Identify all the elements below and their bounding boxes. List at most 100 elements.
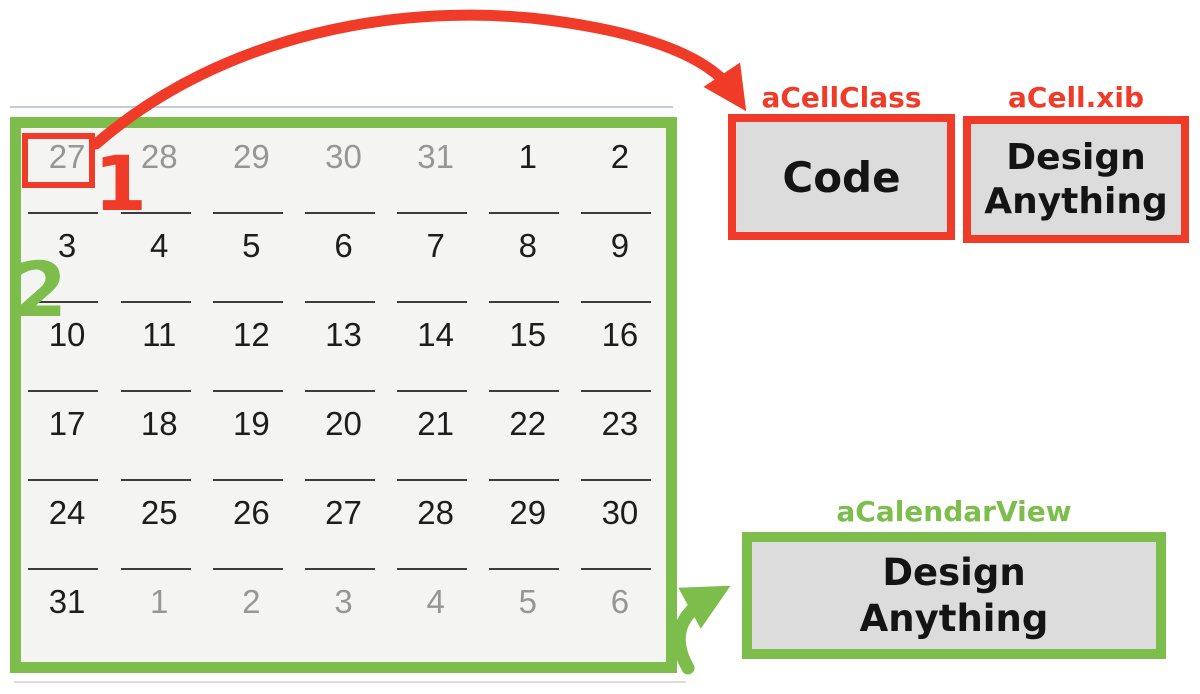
day-number: 6	[334, 227, 353, 264]
calendar-day-cell: 30	[297, 128, 389, 217]
day-number: 2	[242, 583, 261, 620]
day-number: 11	[142, 316, 177, 353]
day-number: 4	[150, 227, 169, 264]
day-number: 28	[417, 494, 454, 531]
day-number: 16	[601, 316, 639, 353]
calendar-day-cell: 23	[574, 395, 666, 484]
calendar-day-cell: 12	[205, 306, 297, 395]
calendar-day-cell: 25	[113, 484, 205, 573]
highlighted-day-box	[22, 133, 95, 188]
day-number: 18	[140, 405, 178, 442]
xib-box-line-2: Anything	[984, 180, 1168, 222]
calendar-day-cell: 15	[482, 306, 574, 395]
calendar-shadow-line	[14, 681, 686, 683]
calendar-day-cell: 28	[390, 484, 482, 573]
day-number: 22	[509, 405, 547, 442]
day-number: 29	[509, 494, 547, 531]
day-number: 26	[232, 494, 270, 531]
day-number: 9	[610, 227, 630, 264]
calendar-day-cell: 26	[205, 484, 297, 573]
day-number: 7	[426, 227, 445, 264]
acalendarview-box: Design Anything	[742, 532, 1166, 659]
day-number: 4	[426, 583, 445, 620]
day-number: 31	[417, 138, 454, 175]
calendar-day-cell: 10	[21, 306, 113, 395]
calendar-day-cell: 1	[113, 573, 205, 662]
acellclass-box: Code	[728, 114, 955, 240]
day-number: 6	[610, 583, 630, 620]
day-number: 17	[48, 405, 86, 442]
calendar-day-cell: 13	[297, 306, 389, 395]
day-number: 8	[518, 227, 537, 264]
code-box-text: Code	[782, 152, 901, 202]
day-number: 30	[601, 494, 639, 531]
calendar-day-cell: 27	[21, 128, 113, 217]
day-number: 14	[417, 316, 454, 353]
calendar-day-cell: 17	[21, 395, 113, 484]
acellxib-box: Design Anything	[963, 116, 1189, 243]
day-number: 31	[48, 583, 86, 620]
calendar-day-cell: 31	[390, 128, 482, 217]
day-number: 5	[518, 583, 537, 620]
calendar-day-cell: 6	[297, 217, 389, 306]
calendar-day-cell: 19	[205, 395, 297, 484]
calendar-day-cell: 31	[21, 573, 113, 662]
day-number: 13	[325, 316, 362, 353]
calendar-day-cell: 6	[574, 573, 666, 662]
calendar-day-cell: 4	[113, 217, 205, 306]
day-number: 15	[509, 316, 547, 353]
day-number: 12	[232, 316, 270, 353]
calendar-day-cell: 14	[390, 306, 482, 395]
day-number: 5	[242, 227, 261, 264]
calview-box-line-1: Design	[882, 551, 1026, 595]
day-number: 29	[232, 138, 270, 175]
calendar-day-cell: 2	[574, 128, 666, 217]
day-number: 3	[57, 227, 77, 264]
calview-box-line-2: Anything	[859, 596, 1049, 640]
calendar-day-cell: 3	[297, 573, 389, 662]
calendar-day-cell: 5	[482, 573, 574, 662]
calendar-top-strip	[10, 106, 673, 117]
day-number: 23	[601, 405, 639, 442]
day-number: 1	[150, 583, 169, 620]
calendar-day-cell: 8	[482, 217, 574, 306]
calendar-day-cell: 22	[482, 395, 574, 484]
day-number: 27	[325, 494, 362, 531]
step-1-marker: 1	[94, 139, 147, 228]
day-number: 20	[325, 405, 362, 442]
calendar-day-cell: 24	[21, 484, 113, 573]
acellxib-label: aCell.xib	[1008, 81, 1144, 114]
calendar-day-cell: 21	[390, 395, 482, 484]
calendar-day-cell: 27	[297, 484, 389, 573]
calendar-day-cell: 4	[390, 573, 482, 662]
calendar-day-cell: 5	[205, 217, 297, 306]
calendar-day-cell: 20	[297, 395, 389, 484]
calendar-day-cell: 3	[21, 217, 113, 306]
green-curved-arrow	[672, 585, 731, 675]
calendar-day-cell: 9	[574, 217, 666, 306]
day-number: 24	[48, 494, 86, 531]
calendar-day-cell: 1	[482, 128, 574, 217]
acellclass-label: aCellClass	[761, 81, 922, 114]
calendar-day-cell: 7	[390, 217, 482, 306]
day-number: 1	[518, 138, 537, 175]
calendar-day-cell: 16	[574, 306, 666, 395]
day-number: 27	[48, 138, 86, 175]
acalendarview-label: aCalendarView	[836, 495, 1072, 528]
day-number: 2	[610, 138, 630, 175]
day-number: 21	[417, 405, 454, 442]
day-number: 10	[48, 316, 86, 353]
calendar-day-cell: 29	[482, 484, 574, 573]
calendar-day-cell: 11	[113, 306, 205, 395]
day-number: 25	[140, 494, 178, 531]
calendar-day-cell: 2	[205, 573, 297, 662]
calendar-day-cell: 29	[205, 128, 297, 217]
calendar-day-cell: 18	[113, 395, 205, 484]
xib-box-line-1: Design	[1006, 136, 1146, 178]
day-number: 19	[232, 405, 270, 442]
day-number: 3	[334, 583, 353, 620]
